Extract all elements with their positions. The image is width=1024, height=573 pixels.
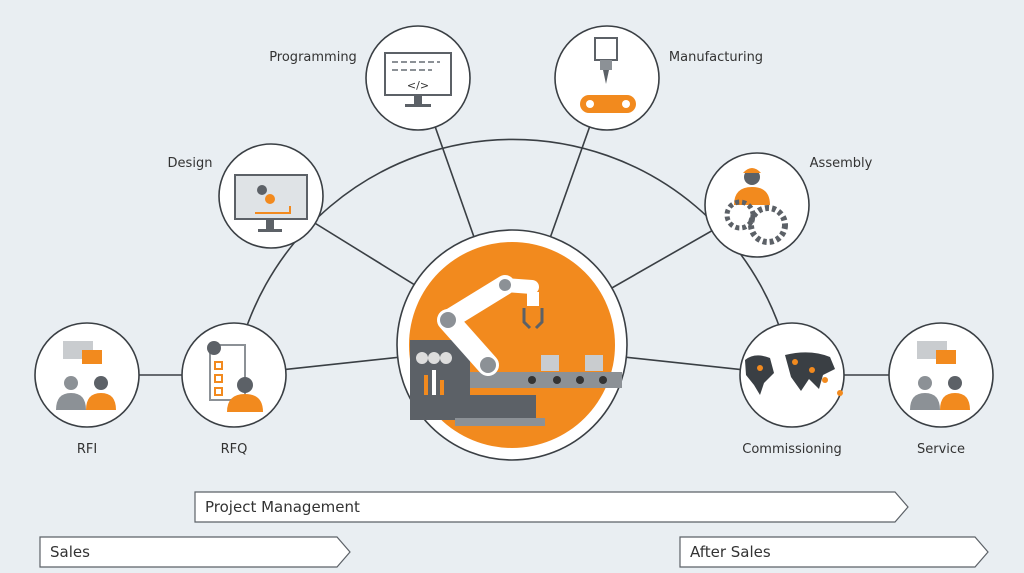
phase-after-sales: After Sales: [679, 536, 989, 568]
checklist-quote-icon: [207, 341, 263, 412]
label-assembly: Assembly: [810, 156, 873, 171]
worker-gears-icon: [724, 168, 788, 245]
world-map-icon: [745, 352, 843, 396]
robot-arm-conveyor-icon: [410, 275, 622, 426]
node-commissioning[interactable]: [739, 322, 845, 428]
node-design[interactable]: [218, 143, 324, 249]
node-rfi[interactable]: [34, 322, 140, 428]
node-assembly[interactable]: [704, 152, 810, 258]
label-commissioning: Commissioning: [742, 442, 841, 457]
cnc-machining-icon: [580, 37, 636, 113]
node-service[interactable]: [888, 322, 994, 428]
label-programming: Programming: [269, 50, 357, 65]
label-service: Service: [917, 442, 965, 457]
cad-design-icon: [234, 174, 308, 232]
customer-chat-icon: [56, 341, 116, 410]
label-rfq: RFQ: [221, 442, 248, 457]
phase-sales: Sales: [39, 536, 351, 568]
code-monitor-icon: </>: [384, 52, 452, 107]
node-rfq[interactable]: [181, 322, 287, 428]
svg-text:Sales: Sales: [50, 543, 90, 561]
svg-text:</>: </>: [407, 79, 429, 92]
label-manufacturing: Manufacturing: [669, 50, 763, 65]
label-design: Design: [168, 156, 213, 171]
phase-project-management: Project Management: [194, 491, 909, 523]
center-node: [396, 229, 628, 461]
customer-chat-icon: [910, 341, 970, 410]
node-programming[interactable]: </>: [365, 25, 471, 131]
node-manufacturing[interactable]: [554, 25, 660, 131]
process-arc: [233, 138, 793, 376]
svg-text:Project Management: Project Management: [205, 498, 360, 516]
svg-text:After Sales: After Sales: [690, 543, 771, 561]
label-rfi: RFI: [77, 442, 97, 457]
